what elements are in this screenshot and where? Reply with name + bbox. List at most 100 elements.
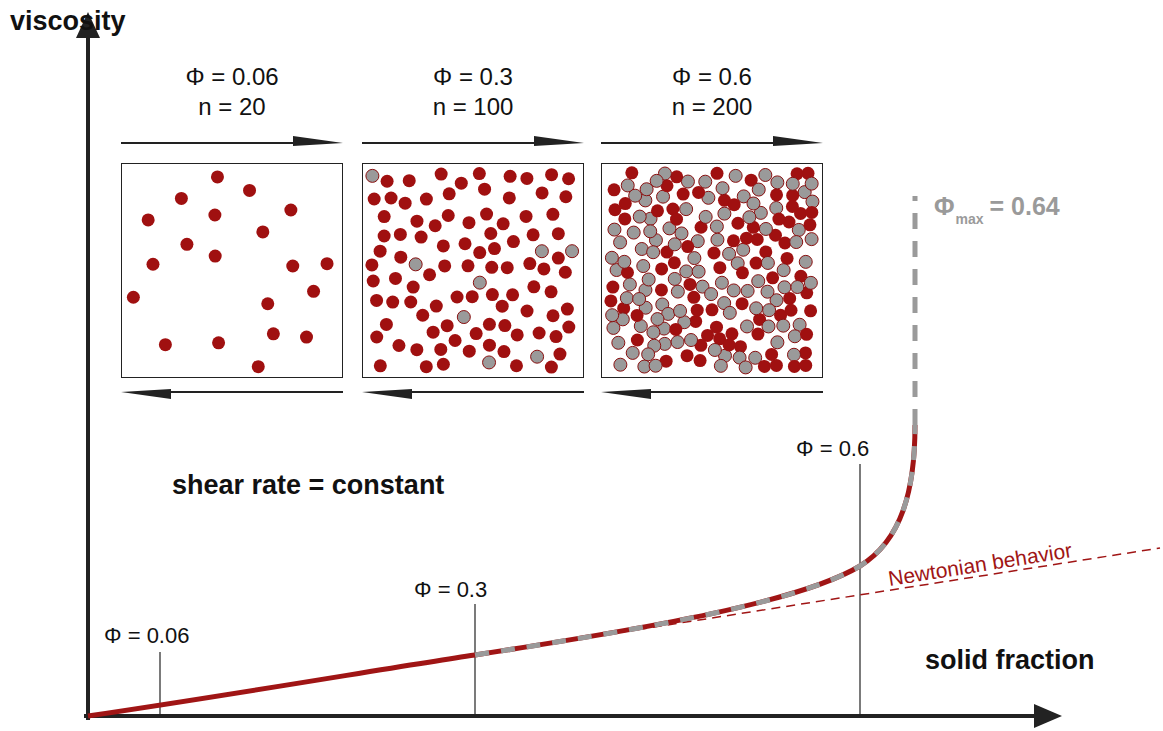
particle — [681, 349, 694, 362]
particle — [507, 235, 520, 248]
particle — [781, 252, 794, 265]
particle — [670, 213, 683, 226]
contact-particle — [671, 336, 684, 349]
particle — [498, 319, 511, 332]
contact-particle — [711, 233, 724, 246]
shear-line — [601, 142, 783, 144]
particle — [669, 323, 682, 336]
particle — [473, 246, 486, 259]
particle — [606, 281, 619, 294]
particle — [466, 290, 479, 303]
contact-particle — [761, 256, 774, 269]
particle — [442, 209, 455, 222]
particle — [368, 192, 381, 205]
contact-particle — [761, 285, 774, 298]
contact-particle — [531, 350, 544, 363]
particle — [410, 343, 423, 356]
particle — [365, 258, 378, 271]
particle — [691, 304, 704, 317]
panel-heading: n = 20 — [121, 92, 343, 122]
contact-particle — [606, 309, 619, 322]
particle — [608, 183, 621, 196]
contact-particle — [649, 359, 662, 372]
particle — [370, 330, 383, 343]
contact-particle — [650, 174, 663, 187]
contact-particle — [716, 182, 729, 195]
contact-particle — [674, 304, 687, 317]
contact-particle — [614, 236, 627, 249]
contact-particle — [723, 306, 736, 319]
contact-particle — [786, 177, 799, 190]
contact-particle — [566, 245, 579, 258]
particle — [788, 360, 801, 373]
particle — [766, 271, 779, 284]
marker-line — [859, 464, 860, 716]
contact-particle — [647, 326, 660, 339]
particle — [256, 225, 269, 238]
viscosity-curve — [88, 425, 915, 716]
particle — [765, 348, 778, 361]
asymptote-label: max — [956, 212, 984, 226]
contact-particle — [627, 226, 640, 239]
particle — [694, 354, 707, 367]
particle — [504, 170, 517, 183]
particles — [602, 164, 821, 376]
contact-particle — [618, 255, 631, 268]
shear-head — [293, 136, 343, 146]
particle — [800, 328, 813, 341]
contact-particle — [409, 258, 422, 271]
particle — [496, 300, 509, 313]
particle — [434, 343, 447, 356]
curve-label: Newtonian behavior — [887, 539, 1074, 589]
shear-head — [601, 389, 651, 399]
contact-particle — [791, 281, 804, 294]
particle — [394, 228, 407, 241]
particle — [561, 303, 574, 316]
sample-panel: Φ = 0.3n = 100 — [362, 62, 584, 408]
contact-particle — [727, 284, 740, 297]
particle — [142, 213, 155, 226]
particle — [378, 230, 391, 243]
particle — [449, 334, 462, 347]
contact-particle — [668, 272, 681, 285]
sample-box — [121, 163, 343, 378]
marker-label: Φ = 0.6 — [796, 438, 869, 460]
panel-heading: n = 100 — [362, 92, 584, 122]
particle — [423, 268, 436, 281]
particle — [478, 183, 491, 196]
particle — [410, 215, 423, 228]
particle — [655, 283, 668, 296]
particle — [385, 192, 398, 205]
particle — [455, 177, 468, 190]
shear-head — [773, 136, 823, 146]
particle — [451, 291, 464, 304]
contact-particle — [771, 336, 784, 349]
particle — [631, 309, 644, 322]
particle — [550, 330, 563, 343]
particle — [511, 328, 524, 341]
contact-particle — [729, 169, 742, 182]
particle — [497, 217, 510, 230]
particle — [547, 309, 560, 322]
particle — [146, 258, 159, 271]
contact-particle — [642, 348, 655, 361]
axis-title: solid fraction — [925, 647, 1095, 674]
particle — [480, 208, 493, 221]
particle — [537, 262, 550, 275]
contact-particle — [710, 220, 723, 233]
contact-particle — [612, 336, 625, 349]
shear-line — [161, 391, 343, 393]
particle — [799, 359, 812, 372]
contact-particle — [777, 264, 790, 277]
contact-particle — [752, 183, 765, 196]
axis-title: viscosity — [10, 8, 126, 35]
x-axis-head — [1034, 704, 1062, 728]
contact-particle — [714, 359, 727, 372]
particle — [503, 191, 516, 204]
sample-box — [601, 163, 823, 378]
particle — [803, 218, 816, 231]
contact-particle — [752, 275, 765, 288]
shear-head — [534, 136, 584, 146]
asymptote-label: = 0.64 — [990, 194, 1060, 219]
particle — [546, 208, 559, 221]
